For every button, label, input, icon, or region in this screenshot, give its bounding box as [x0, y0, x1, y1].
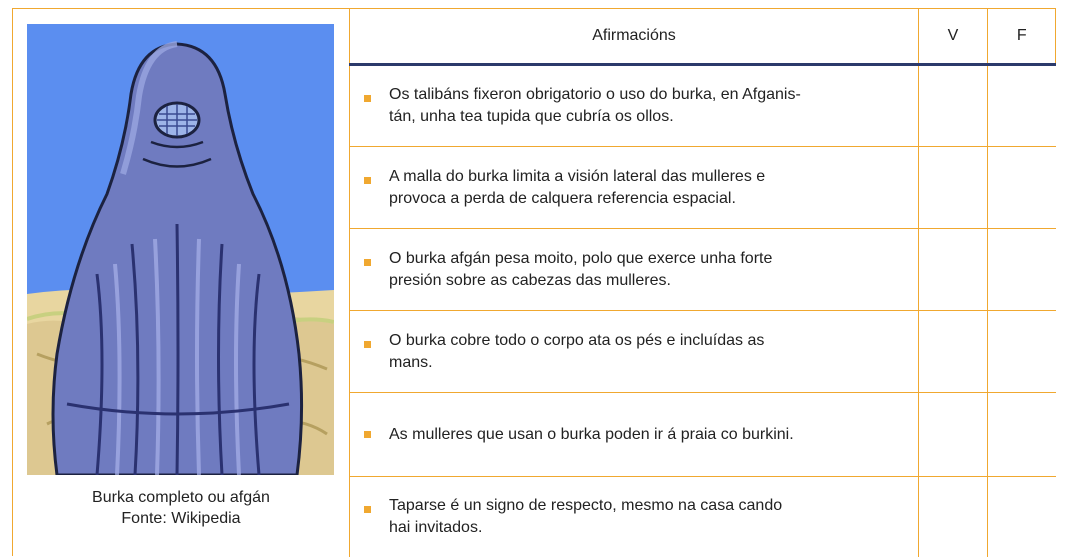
- bullet-icon: [364, 505, 371, 513]
- statement-cell: O burka afgán pesa moito, polo que exerc…: [349, 228, 919, 311]
- table-row: O burka cobre todo o corpo ata os pés e …: [349, 310, 1056, 393]
- statement-line: O burka cobre todo o corpo ata os pés e …: [389, 331, 765, 349]
- table-row: O burka afgán pesa moito, polo que exerc…: [349, 228, 1056, 311]
- table-row: A malla do burka limita a visión lateral…: [349, 146, 1056, 229]
- caption-title: Burka completo ou afgán: [92, 489, 270, 506]
- answer-true-cell[interactable]: [918, 392, 988, 477]
- header-statements: Afirmacións: [349, 9, 919, 66]
- statement-cell: Taparse é un signo de respecto, mesmo na…: [349, 476, 919, 557]
- table-header-row: Afirmacións V F: [349, 9, 1056, 66]
- answer-true-cell[interactable]: [918, 310, 988, 393]
- bullet-icon: [364, 176, 371, 184]
- statement-line: mans.: [389, 353, 433, 371]
- table-row: Taparse é un signo de respecto, mesmo na…: [349, 476, 1056, 557]
- caption-source: Fonte: Wikipedia: [121, 510, 241, 527]
- bullet-icon: [364, 340, 371, 348]
- bullet-icon: [364, 95, 371, 102]
- table-row: As mulleres que usan o burka poden ir á …: [349, 392, 1056, 477]
- statement-line: A malla do burka limita a visión lateral…: [389, 167, 766, 185]
- header-true: V: [918, 9, 988, 66]
- burka-illustration: [27, 24, 334, 475]
- answer-true-cell[interactable]: [918, 146, 988, 229]
- statement-line: Os talibáns fixeron obrigatorio o uso do…: [389, 86, 801, 103]
- statement-line: hai invitados.: [389, 518, 483, 536]
- statement-line: presión sobre as cabezas das mulleres.: [389, 271, 671, 289]
- statement-cell: O burka cobre todo o corpo ata os pés e …: [349, 310, 919, 393]
- answer-false-cell[interactable]: [987, 228, 1056, 311]
- bullet-icon: [364, 430, 371, 438]
- true-false-table: Afirmacións V F Os talibáns fixeron obri…: [349, 9, 1056, 557]
- answer-true-cell[interactable]: [918, 228, 988, 311]
- table-row: Os talibáns fixeron obrigatorio o uso do…: [349, 64, 1056, 147]
- answer-false-cell[interactable]: [987, 146, 1056, 229]
- figure-caption: Burka completo ou afgán Fonte: Wikipedia: [13, 487, 349, 529]
- answer-false-cell[interactable]: [987, 392, 1056, 477]
- figure-column: Burka completo ou afgán Fonte: Wikipedia: [13, 9, 349, 556]
- bullet-icon: [364, 258, 371, 266]
- header-false: F: [987, 9, 1056, 66]
- answer-true-cell[interactable]: [918, 64, 988, 147]
- statement-line: As mulleres que usan o burka poden ir á …: [389, 425, 794, 443]
- worksheet-frame: [12, 8, 1056, 556]
- statement-line: O burka afgán pesa moito, polo que exerc…: [389, 249, 773, 267]
- statement-line: provoca a perda de calquera referencia e…: [389, 189, 736, 207]
- answer-false-cell[interactable]: [987, 476, 1056, 557]
- statement-line: tán, unha tea tupida que cubría os ollos…: [389, 108, 674, 125]
- statement-cell: Os talibáns fixeron obrigatorio o uso do…: [349, 64, 919, 147]
- statement-cell: As mulleres que usan o burka poden ir á …: [349, 392, 919, 477]
- burka-illustration-icon: [27, 24, 334, 475]
- statement-line: Taparse é un signo de respecto, mesmo na…: [389, 496, 783, 514]
- answer-true-cell[interactable]: [918, 476, 988, 557]
- answer-false-cell[interactable]: [987, 64, 1056, 147]
- answer-false-cell[interactable]: [987, 310, 1056, 393]
- statement-cell: A malla do burka limita a visión lateral…: [349, 146, 919, 229]
